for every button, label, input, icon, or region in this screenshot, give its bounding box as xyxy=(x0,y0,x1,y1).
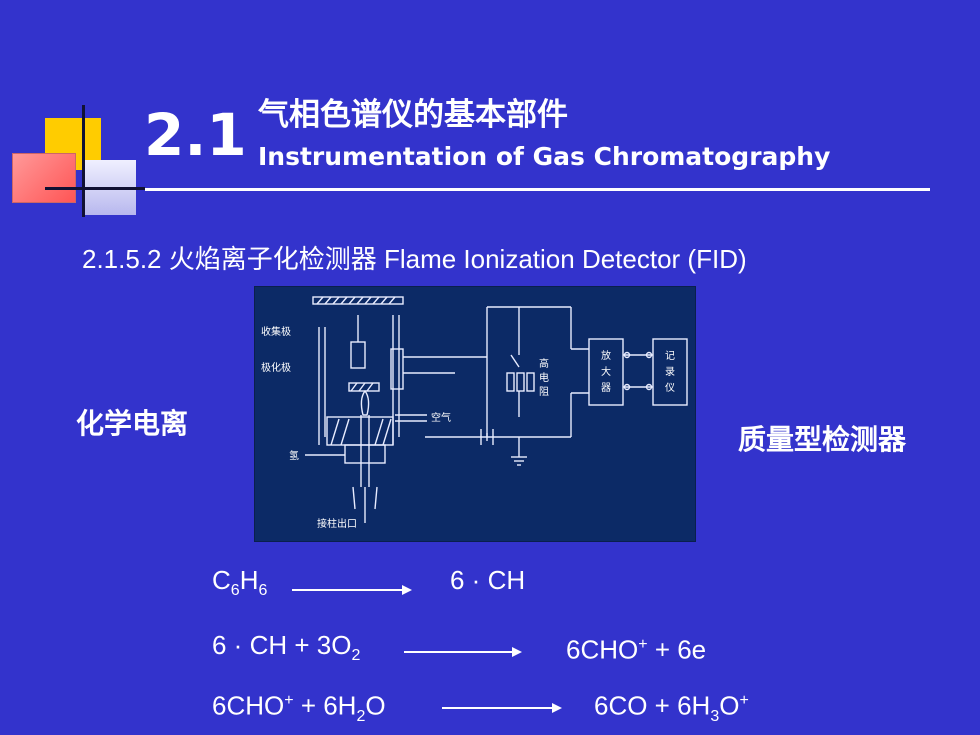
diagram-label-amplifier-1: 放 xyxy=(601,349,611,362)
equation-1-reactant: C6H6 xyxy=(212,563,267,608)
eq3-text: 6CHO xyxy=(212,690,285,721)
equation-2-reactant: 6 · CH + 3O2 xyxy=(212,628,360,673)
diagram-label-recorder-3: 仪 xyxy=(665,382,675,394)
title-underline xyxy=(145,188,930,191)
section-subtitle: 2.1.5.2 火焰离子化检测器 Flame Ionization Detect… xyxy=(82,244,747,274)
eq2-superscript: + xyxy=(638,636,648,653)
fid-schematic: 收集极 极化极 空气 氢 接柱出口 高 电 阻 放 大 器 记 录 仪 xyxy=(261,296,688,530)
resistor-3 xyxy=(526,372,535,392)
decor-red-square xyxy=(12,153,76,203)
section-number: 2.1 xyxy=(144,101,247,169)
eq2-text: 6CHO xyxy=(566,634,639,665)
diagram-label-high-resistance-1: 高 xyxy=(539,357,549,370)
diagram-label-collector: 收集极 xyxy=(261,325,291,338)
eq3-superscript: + xyxy=(284,692,294,709)
label-chemical-ionization: 化学电离 xyxy=(76,407,189,440)
resistor-2 xyxy=(516,372,525,392)
eq2-text: 6 · CH + 3O xyxy=(212,630,352,660)
collector-electrode xyxy=(350,341,366,369)
eq3-superscript: + xyxy=(739,692,749,709)
eq1-subscript: 6 xyxy=(258,582,268,600)
eq3-text: 6CO + 6H xyxy=(594,690,711,721)
eq1-subscript: 6 xyxy=(230,582,240,600)
reaction-arrow-2 xyxy=(404,645,522,659)
diagram-label-recorder-1: 记 xyxy=(665,350,675,362)
burner-base xyxy=(326,416,394,446)
top-cap xyxy=(312,296,404,305)
polarizer-ring xyxy=(348,382,380,392)
eq3-text: + 6H xyxy=(293,690,357,721)
equation-2-product: 6CHO+ + 6e xyxy=(566,628,706,667)
fid-diagram: 收集极 极化极 空气 氢 接柱出口 高 电 阻 放 大 器 记 录 仪 xyxy=(254,286,696,542)
eq3-subscript: 3 xyxy=(710,707,720,725)
equation-1-product: 6 · CH xyxy=(450,565,526,595)
eq2-subscript: 2 xyxy=(351,647,361,665)
equation-3-product: 6CO + 6H3O+ xyxy=(594,684,749,734)
diagram-label-amplifier-2: 大 xyxy=(601,365,611,378)
diagram-label-column-outlet: 接柱出口 xyxy=(317,517,357,530)
diagram-label-amplifier-3: 器 xyxy=(601,382,611,394)
diagram-label-hydrogen: 氢 xyxy=(289,449,299,462)
reaction-arrow-1 xyxy=(292,583,412,597)
decor-horizontal-line-dark xyxy=(45,187,145,190)
label-mass-type-detector: 质量型检测器 xyxy=(738,423,907,456)
eq3-text: O xyxy=(365,690,386,721)
eq3-subscript: 2 xyxy=(356,707,366,725)
decor-vertical-line xyxy=(82,105,85,217)
eq1-text: C xyxy=(212,565,231,595)
diagram-label-polarizer: 极化极 xyxy=(261,361,291,374)
recorder-box xyxy=(652,338,688,406)
diagram-label-recorder-2: 录 xyxy=(665,366,675,378)
diagram-label-high-resistance-3: 阻 xyxy=(539,386,549,398)
eq3-text: O xyxy=(719,690,740,721)
amplifier-box xyxy=(588,338,624,406)
eq1-text: H xyxy=(239,565,259,595)
equation-3-reactant: 6CHO+ + 6H2O xyxy=(212,684,386,734)
page-title-english: Instrumentation of Gas Chromatography xyxy=(258,142,831,171)
diagram-label-air: 空气 xyxy=(431,411,451,424)
resistor-1 xyxy=(506,372,515,392)
reaction-arrow-3 xyxy=(442,701,562,715)
diagram-label-high-resistance-2: 电 xyxy=(539,371,549,384)
flame xyxy=(360,389,370,416)
page-title-chinese: 气相色谱仪的基本部件 xyxy=(258,97,568,133)
eq2-text: + 6e xyxy=(647,634,707,665)
